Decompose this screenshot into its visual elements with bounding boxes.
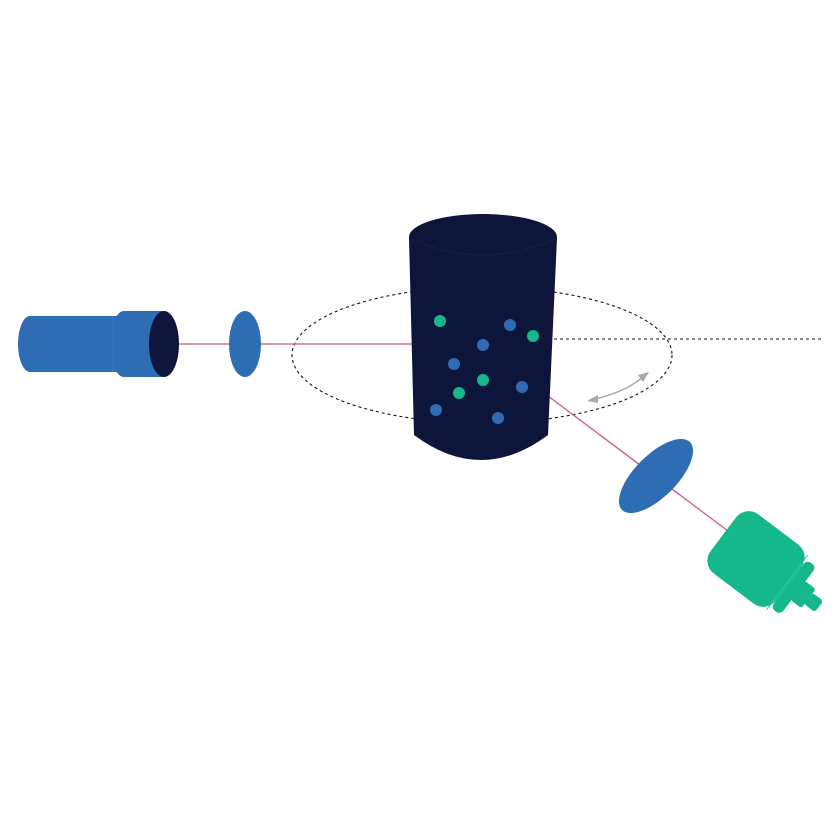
rotation-arrow [587,372,649,403]
particles-green [434,315,539,399]
detector-connector [791,581,815,608]
particle-green [477,374,489,386]
particle-green [527,330,539,342]
particles-blue [430,319,528,424]
detector-front-ring [772,561,815,613]
light-source [18,311,179,377]
light-source-aperture [149,311,179,377]
detector-plug [804,593,823,611]
particle-blue [448,358,460,370]
particle-blue [477,339,489,351]
lens-1 [229,311,261,377]
rotation-arrow-head-left [587,395,598,403]
particle-blue [516,381,528,393]
detector [707,511,823,613]
particle-blue [504,319,516,331]
rotation-arrow-head-right [638,372,649,382]
particle-blue [430,404,442,416]
detector-seam [766,555,809,610]
vessel-top [409,214,557,260]
light-source-body [18,316,125,372]
particle-blue [492,412,504,424]
lens-2 [618,438,694,514]
rotation-arrow-arc [594,376,644,400]
detector-body [707,511,805,607]
particle-green [453,387,465,399]
light-source-head [110,311,164,377]
particle-green [434,315,446,327]
vessel-rim-highlight [408,237,558,256]
